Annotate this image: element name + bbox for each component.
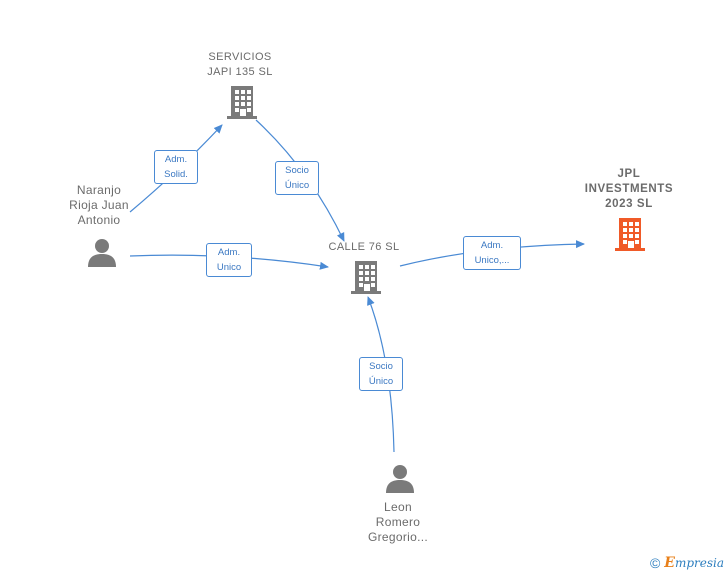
footer-brand[interactable]: © Empresia <box>650 555 724 571</box>
edge-label-line: Solid. <box>164 169 188 180</box>
edge-label-line: Socio <box>285 165 309 176</box>
node-label-naranjo: Naranjo Rioja Juan Antonio <box>69 183 129 228</box>
edge-label-adm-solid[interactable]: Adm. Solid. <box>154 150 198 184</box>
brand-logo: Empresia <box>664 555 724 571</box>
brand-initial: E <box>664 555 675 571</box>
edge-label-line: Socio <box>369 361 393 372</box>
node-label-line: Leon <box>384 500 412 514</box>
node-label-jpl: JPL INVESTMENTS 2023 SL <box>585 167 673 212</box>
node-label-line: INVESTMENTS <box>584 183 674 195</box>
edge-label-line: Unico,... <box>474 255 510 266</box>
edge-label-line: Único <box>368 376 394 387</box>
edge-label-line: Adm. <box>217 247 241 258</box>
person-icon[interactable] <box>86 237 118 269</box>
edge-label-socio-unico-bottom[interactable]: Socio Único <box>359 357 403 391</box>
edge-label-adm-unico-right[interactable]: Adm. Unico,... <box>463 236 521 270</box>
node-label-line: Romero <box>375 515 421 529</box>
node-label-line: JPL <box>617 168 641 180</box>
edge-label-adm-unico-left[interactable]: Adm. Unico <box>206 243 252 277</box>
node-label-line: CALLE 76 SL <box>328 241 400 253</box>
brand-name: mpresia <box>674 556 724 570</box>
copyright-icon: © <box>649 555 661 571</box>
node-label-leon: Leon Romero Gregorio... <box>368 500 428 545</box>
node-label-line: SERVICIOS <box>208 51 272 63</box>
edge-label-line: Unico <box>216 262 242 273</box>
building-icon[interactable] <box>350 259 382 295</box>
node-label-calle: CALLE 76 SL <box>328 240 399 255</box>
node-label-servicios: SERVICIOS JAPI 135 SL <box>207 50 273 80</box>
edge-label-line: Único <box>284 180 310 191</box>
node-label-line: JAPI 135 SL <box>207 66 273 78</box>
edge-label-line: Adm. <box>480 240 504 251</box>
building-icon[interactable] <box>614 216 646 252</box>
person-icon[interactable] <box>384 463 416 495</box>
node-label-line: Naranjo <box>76 183 122 197</box>
node-label-line: Rioja Juan <box>69 198 129 212</box>
edge-label-line: Adm. <box>164 154 188 165</box>
node-label-line: 2023 SL <box>605 198 653 210</box>
edge-label-socio-unico-top[interactable]: Socio Único <box>275 161 319 195</box>
building-icon[interactable] <box>226 84 258 120</box>
node-label-line: Antonio <box>77 213 121 227</box>
node-label-line: Gregorio... <box>368 530 428 544</box>
